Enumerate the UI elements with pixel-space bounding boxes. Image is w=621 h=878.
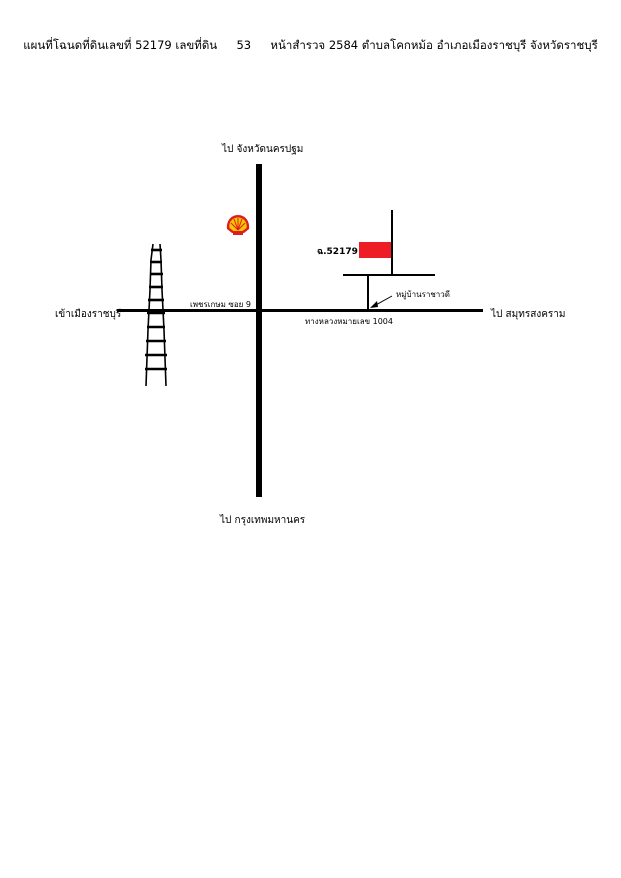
label-north: ไป จังหวัดนครปฐม bbox=[222, 144, 304, 155]
title-suffix: หน้าสำรวจ 2584 ตำบลโคกหม้อ อำเภอเมืองราช… bbox=[270, 38, 598, 52]
label-highway: ทางหลวงหมายเลข 1004 bbox=[305, 317, 393, 326]
railway-track-icon bbox=[145, 243, 167, 387]
parcel-marker bbox=[359, 242, 391, 258]
title-prefix: แผนที่โฉนดที่ดินเลขที่ 52179 เลขที่ดิน bbox=[23, 38, 218, 52]
access-lane bbox=[367, 275, 369, 309]
parcel-lane bbox=[391, 210, 393, 275]
shell-logo-icon bbox=[226, 215, 250, 235]
village-arrow bbox=[370, 295, 393, 308]
label-west: เข้าเมืองราชบุรี bbox=[55, 309, 122, 320]
map-title: แผนที่โฉนดที่ดินเลขที่ 52179 เลขที่ดิน 5… bbox=[0, 37, 621, 55]
main-road-horizontal bbox=[117, 309, 483, 312]
label-deed: ฉ.52179 bbox=[317, 247, 358, 257]
main-road-vertical bbox=[256, 164, 262, 497]
label-east: ไป สมุทรสงคราม bbox=[491, 309, 566, 320]
title-parcel-no: 53 bbox=[236, 38, 252, 52]
village-lane bbox=[343, 274, 435, 276]
label-village: หมู่บ้านราชาวดี bbox=[396, 290, 450, 299]
label-soi: เพชรเกษม ซอย 9 bbox=[190, 300, 251, 309]
label-south: ไป กรุงเทพมหานคร bbox=[220, 515, 306, 526]
